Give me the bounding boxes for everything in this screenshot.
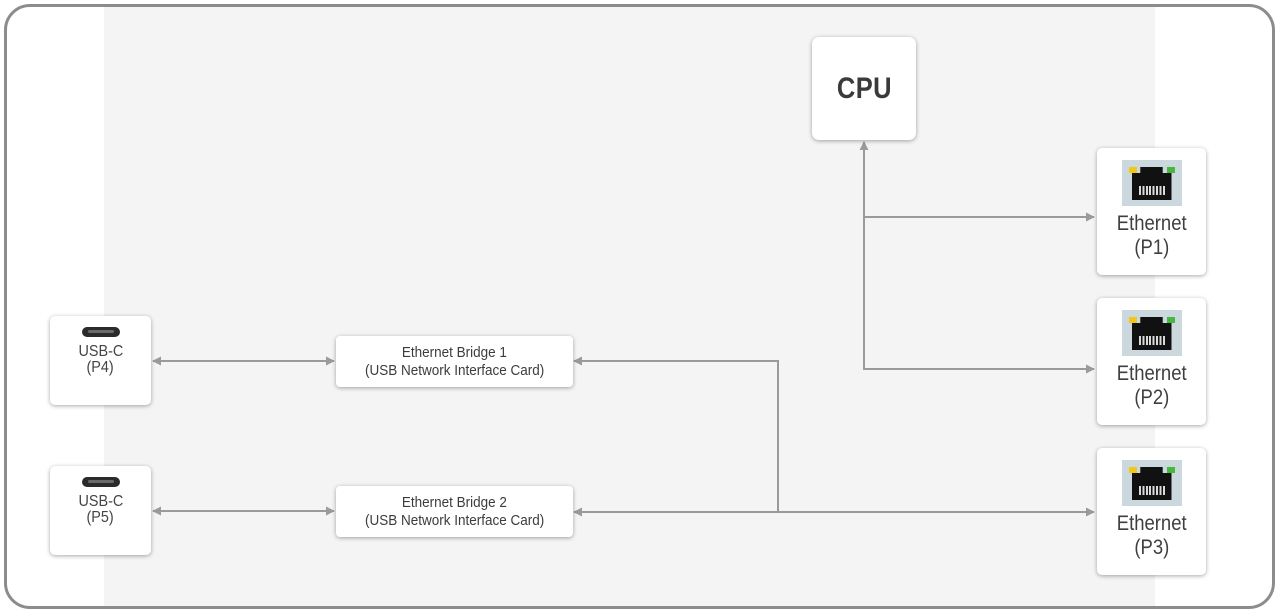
ethernet-p1-label: Ethernet <box>1116 212 1187 235</box>
usb-c-p4-box: USB-C (P4) <box>50 316 151 405</box>
bridge-1-title: Ethernet Bridge 1 <box>401 343 508 361</box>
ethernet-p2-label: Ethernet <box>1116 362 1187 385</box>
usb-c-port-icon <box>81 477 120 487</box>
ethernet-p3-port: (P3) <box>1134 536 1169 559</box>
ethernet-p1-box: Ethernet (P1) <box>1097 148 1206 275</box>
ethernet-p3-label: Ethernet <box>1116 512 1187 535</box>
bridge-2-title: Ethernet Bridge 2 <box>401 493 508 511</box>
ethernet-port-icon <box>1121 310 1182 356</box>
cpu-to-ethernet-p2-line <box>863 217 1095 374</box>
usb-c-p4-port: (P4) <box>86 359 115 376</box>
cpu-to-ethernet-p1-line <box>859 141 1095 222</box>
usb-c-p4-label: USB-C <box>78 343 123 360</box>
ethernet-port-icon <box>1121 160 1182 206</box>
bridge-2-subtitle: (USB Network Interface Card) <box>364 511 545 529</box>
ethernet-p2-box: Ethernet (P2) <box>1097 298 1206 425</box>
usb-c-p5-port: (P5) <box>86 509 115 526</box>
diagram-panel <box>104 7 1155 606</box>
ethernet-p1-port: (P1) <box>1134 236 1169 259</box>
cpu-box: CPU <box>812 37 916 140</box>
ethernet-p2-port: (P2) <box>1134 386 1169 409</box>
ethernet-bridge-1-box: Ethernet Bridge 1 (USB Network Interface… <box>336 336 573 387</box>
ethernet-p3-box: Ethernet (P3) <box>1097 448 1206 575</box>
ethernet-port-icon <box>1121 460 1182 506</box>
ethernet-bridge-2-box: Ethernet Bridge 2 (USB Network Interface… <box>336 486 573 537</box>
usb-c-p5-label: USB-C <box>78 493 123 510</box>
cpu-label: CPU <box>836 71 892 105</box>
usb-c-port-icon <box>81 327 120 337</box>
usb-c-p5-box: USB-C (P5) <box>50 466 151 555</box>
bridge-1-subtitle: (USB Network Interface Card) <box>364 361 545 379</box>
bridge-1-to-switch-line <box>573 356 779 512</box>
